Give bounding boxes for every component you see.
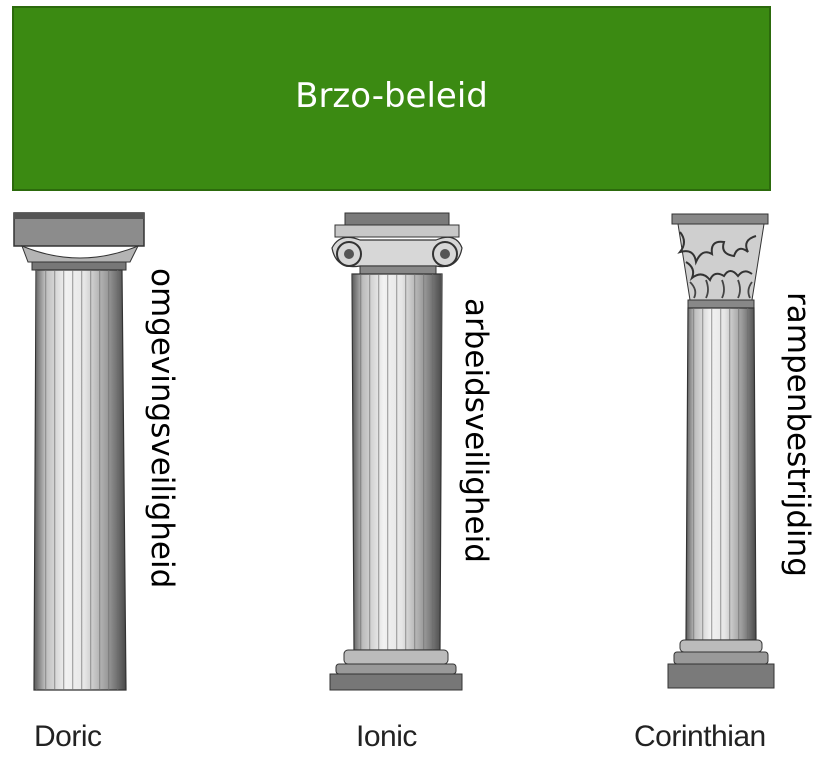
pillar-label-environmental-safety: omgevingsveiligheid	[146, 268, 177, 588]
doric-column	[14, 213, 144, 690]
pillar-label-occupational-safety: arbeidsveiligheid	[460, 298, 491, 563]
caption-corinthian: Corinthian	[634, 720, 766, 754]
pillar-label-disaster-response: rampenbestrijding	[782, 292, 813, 577]
corinthian-column	[668, 214, 774, 688]
ionic-column	[330, 213, 462, 690]
caption-doric: Doric	[34, 720, 102, 754]
caption-ionic: Ionic	[356, 720, 417, 754]
